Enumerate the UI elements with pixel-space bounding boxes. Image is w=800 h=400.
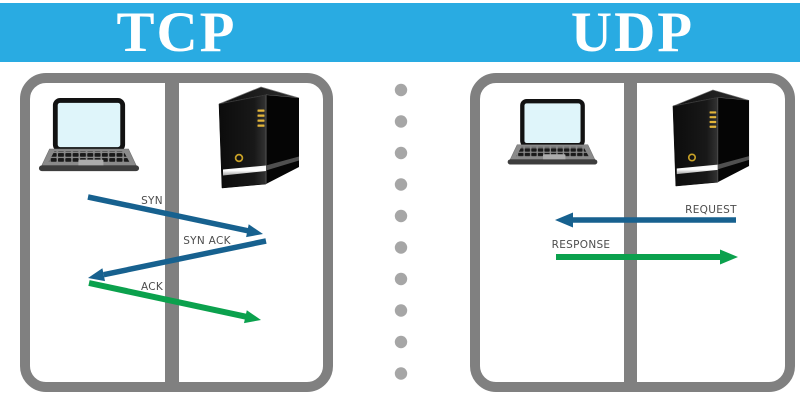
response-arrow-head — [720, 249, 738, 265]
request-label: REQUEST — [685, 204, 737, 216]
syn-ack-arrow-head — [88, 268, 105, 282]
syn-label: SYN — [141, 195, 163, 207]
tcp-client-laptop-icon — [39, 100, 139, 171]
syn-arrow-head — [246, 224, 263, 238]
udp-server-icon — [672, 89, 750, 187]
tcp-panel-divider — [165, 73, 179, 392]
syn-ack-arrow — [88, 238, 267, 282]
syn-arrow-shaft — [87, 194, 249, 234]
syn-arrow — [87, 194, 263, 238]
ack-arrow-head — [244, 310, 261, 324]
header-band — [0, 3, 800, 62]
udp-title: UDP — [570, 1, 695, 64]
tcp-title: TCP — [116, 1, 237, 64]
request-arrow — [555, 212, 736, 228]
syn-ack-arrow-shaft — [103, 238, 267, 278]
request-arrow-head — [555, 212, 573, 228]
udp-client-laptop-icon — [508, 101, 598, 164]
ack-label: ACK — [141, 281, 164, 293]
tcp-server-icon — [218, 86, 300, 189]
ack-arrow — [88, 280, 261, 324]
dotted-separator — [394, 83, 408, 380]
response-arrow — [556, 249, 738, 265]
udp-panel-divider — [624, 73, 637, 392]
syn-ack-label: SYN ACK — [183, 235, 231, 247]
ack-arrow-shaft — [88, 280, 247, 320]
response-label: RESPONSE — [552, 239, 611, 251]
